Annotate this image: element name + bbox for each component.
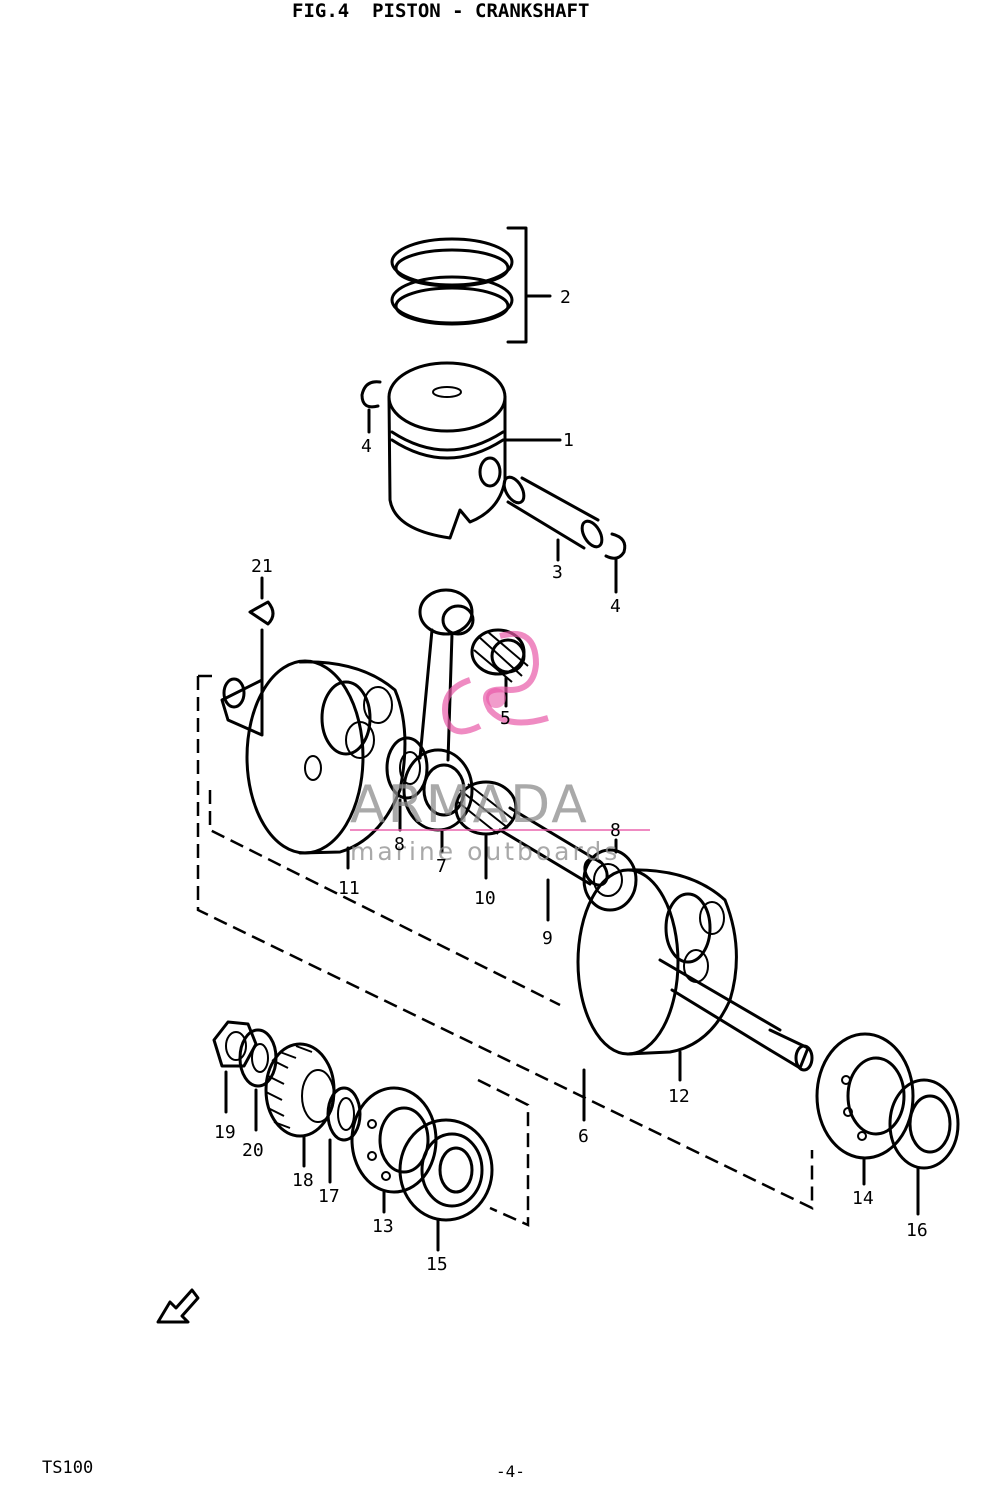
callout-4-right: 4	[610, 596, 621, 617]
big-end-bearing	[454, 780, 518, 880]
main-bearing-right	[815, 1032, 915, 1186]
watermark-brand: ARMADA	[350, 775, 589, 835]
callout-6: 6	[578, 1126, 589, 1147]
piston	[387, 361, 562, 540]
page-number: -4-	[496, 1462, 525, 1481]
callout-16: 16	[906, 1220, 928, 1241]
oil-seal-right	[888, 1078, 960, 1216]
callout-labels: 2 1 4 4 3 21 5 8 8 7 10 11 9 12 6 19 20 …	[214, 287, 928, 1275]
crankshaft-nut	[212, 1020, 258, 1114]
piston-rings	[390, 226, 552, 344]
callout-10: 10	[474, 888, 496, 909]
circlip-right	[604, 532, 627, 594]
callout-4-left: 4	[361, 436, 372, 457]
callout-8-right: 8	[610, 820, 621, 841]
watermark-logo-icon	[442, 630, 549, 735]
callout-13: 13	[372, 1216, 394, 1237]
callout-1: 1	[563, 430, 574, 451]
primary-drive-gear	[264, 1042, 336, 1168]
front-direction-arrow-icon	[156, 1288, 200, 1324]
callout-8-left: 8	[394, 834, 405, 855]
callout-17: 17	[318, 1186, 340, 1207]
oil-seal-left	[398, 1118, 494, 1252]
callout-15: 15	[426, 1254, 448, 1275]
crank-pin	[498, 806, 609, 922]
woodruff-key	[248, 576, 275, 692]
callout-3: 3	[552, 562, 563, 583]
thrust-washer-left	[385, 736, 429, 832]
crank-web-left	[220, 659, 407, 870]
callout-19: 19	[214, 1122, 236, 1143]
callout-21: 21	[251, 556, 273, 577]
main-bearing-left	[350, 1086, 438, 1214]
callout-18: 18	[292, 1170, 314, 1191]
watermark: ARMADA marine outboards	[350, 630, 650, 866]
callout-12: 12	[668, 1086, 690, 1107]
figure-title: FIG.4 PISTON - CRANKSHAFT	[292, 0, 590, 22]
crankshaft-assembly-bracket	[196, 674, 814, 1210]
callout-14: 14	[852, 1188, 874, 1209]
callout-2: 2	[560, 287, 571, 308]
callout-5: 5	[500, 708, 511, 729]
model-code: TS100	[42, 1458, 94, 1478]
crank-web-right	[576, 868, 814, 1082]
watermark-tagline: marine outboards	[350, 837, 620, 866]
spacer-ring	[326, 1086, 362, 1184]
piston-pin	[502, 475, 604, 562]
callout-11: 11	[338, 878, 360, 899]
watermark-dot	[486, 688, 506, 708]
circlip-left	[360, 380, 382, 434]
callout-9: 9	[542, 928, 553, 949]
callout-20: 20	[242, 1140, 264, 1161]
callout-7: 7	[436, 856, 447, 877]
